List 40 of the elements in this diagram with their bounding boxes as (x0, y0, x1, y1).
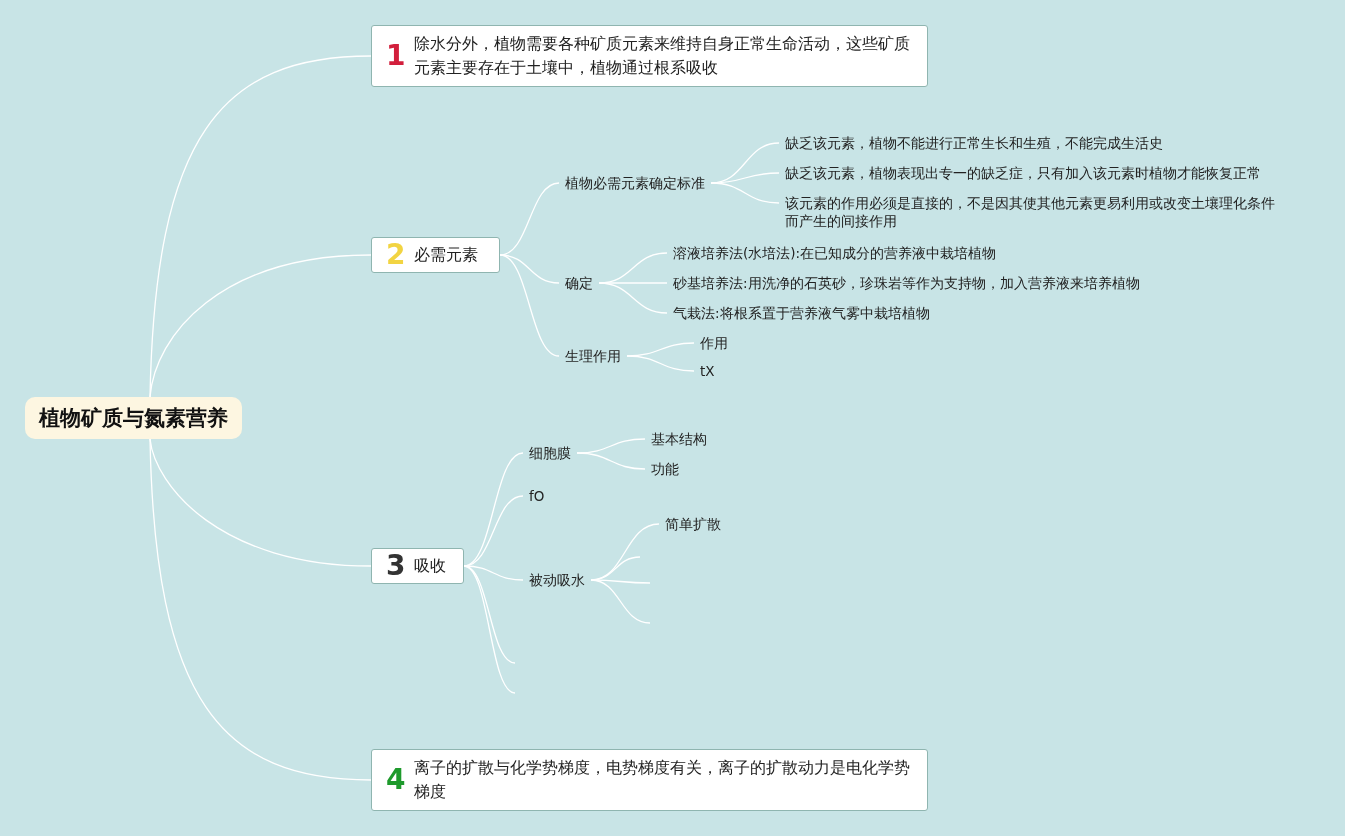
branch-label: 确定 (559, 273, 599, 293)
topic-box (371, 749, 928, 811)
branch-label: tX (694, 361, 721, 381)
branch-label: 被动吸水 (523, 570, 591, 590)
branch-label: 砂基培养法:用洗净的石英砂，珍珠岩等作为支持物，加入营养液来培养植物 (667, 273, 1146, 293)
branch-label: 缺乏该元素，植物表现出专一的缺乏症，只有加入该元素时植物才能恢复正常 (779, 163, 1267, 183)
branch-line (149, 55, 372, 398)
branch-label: 功能 (645, 459, 685, 479)
topic-text: 除水分外，植物需要各种矿质元素来维持自身正常生命活动，这些矿质元素主要存在于土壤中，植物通过根系吸收 (414, 33, 912, 79)
branch-label: fO (523, 486, 551, 506)
branch-line (463, 565, 516, 694)
topic-text: 离子的扩散与化学势梯度，电势梯度有关，离子的扩散动力是电化学势梯度 (414, 757, 912, 803)
topic-box (371, 548, 464, 584)
branch-label: 细胞膜 (523, 443, 577, 463)
branch-line (590, 579, 651, 584)
branch-label: 简单扩散 (659, 514, 727, 534)
branch-line (710, 182, 780, 204)
branch-label: 植物必需元素确定标准 (559, 173, 711, 193)
branch-line (149, 438, 372, 781)
topic-text: 必需元素 (414, 244, 479, 266)
branch-label: 该元素的作用必须是直接的，不是因其使其他元素更易利用或改变土壤理化条件而产生的间接作用 (779, 193, 1289, 231)
topic-text: 吸收 (414, 555, 447, 577)
topic-number: 4 (386, 768, 406, 792)
branch-label: 基本结构 (645, 429, 713, 449)
topic-number: 1 (386, 44, 406, 68)
branch-label: 生理作用 (559, 346, 627, 366)
topic-box (371, 25, 928, 87)
central-topic: 植物矿质与氮素营养 (25, 397, 242, 439)
branch-label: 溶液培养法(水培法):在已知成分的营养液中栽培植物 (667, 243, 1003, 263)
topic-box (371, 237, 500, 273)
branch-line (598, 282, 668, 314)
topic-number: 3 (386, 554, 406, 578)
branch-line (149, 254, 372, 398)
branch-label: 气栽法:将根系置于营养液气雾中栽培植物 (667, 303, 936, 323)
branch-line (576, 452, 646, 470)
branch-line (626, 355, 695, 372)
branch-line (590, 579, 651, 624)
topic-number: 2 (386, 243, 406, 267)
branch-label: 缺乏该元素，植物不能进行正常生长和生殖，不能完成生活史 (779, 133, 1169, 153)
branch-label: 作用 (694, 333, 734, 353)
